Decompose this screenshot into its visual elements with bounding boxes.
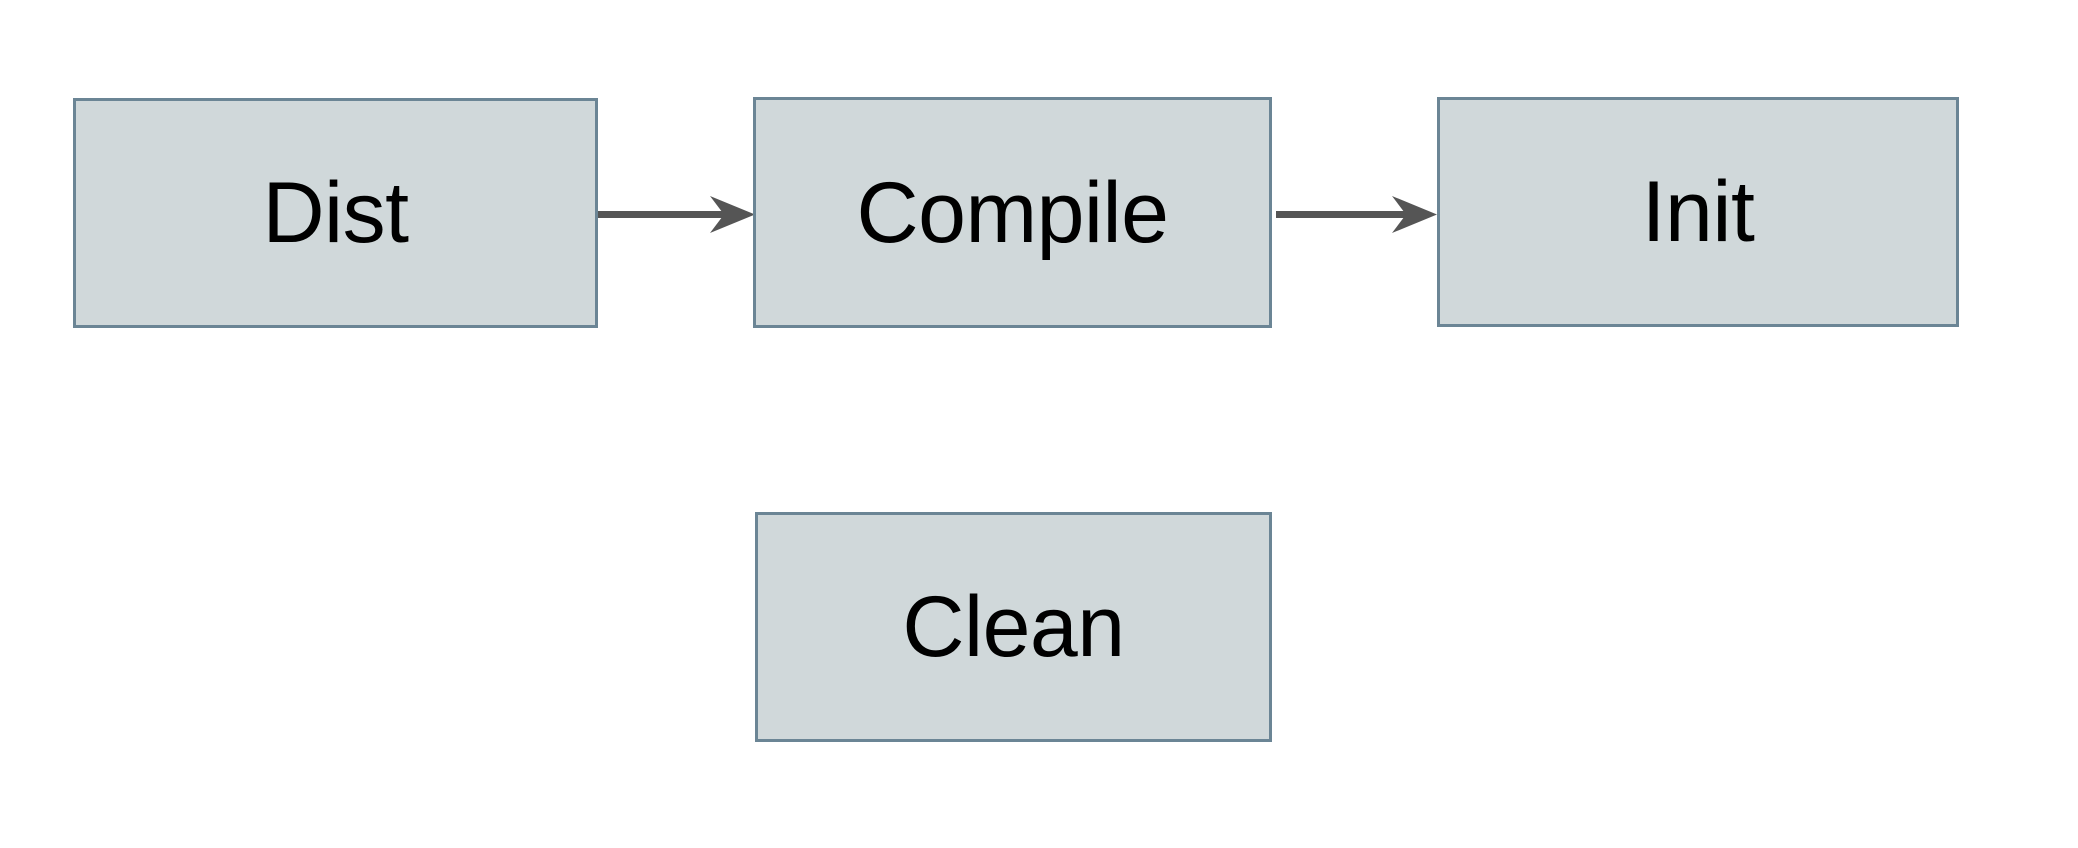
node-dist[interactable]: Dist — [73, 98, 598, 328]
node-init[interactable]: Init — [1437, 97, 1959, 327]
arrow-line-dist-compile — [598, 196, 755, 233]
node-clean-label: Clean — [902, 579, 1125, 675]
edge-compile-to-init[interactable] — [1276, 194, 1440, 236]
node-compile-label: Compile — [856, 164, 1169, 261]
arrow-line-compile-init — [1276, 196, 1437, 233]
node-clean[interactable]: Clean — [755, 512, 1272, 742]
edge-dist-to-compile[interactable] — [598, 194, 758, 236]
arrowhead — [710, 196, 755, 233]
node-dist-label: Dist — [262, 165, 409, 261]
node-init-label: Init — [1641, 164, 1755, 260]
arrowhead — [1392, 196, 1437, 233]
node-compile[interactable]: Compile — [753, 97, 1272, 328]
